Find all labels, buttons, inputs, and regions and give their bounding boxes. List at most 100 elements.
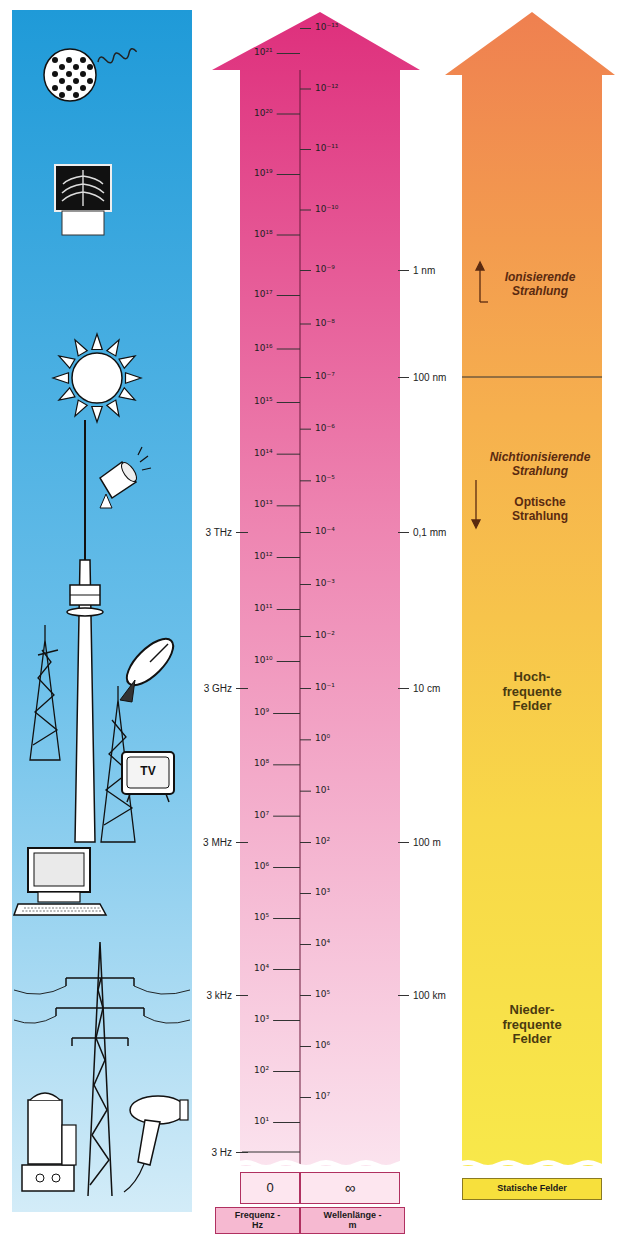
tick: [300, 28, 311, 29]
tick: [300, 944, 311, 945]
drawing-part: [52, 85, 58, 91]
box-text: ∞: [345, 1180, 356, 1197]
drawing-part: [66, 71, 72, 77]
drawing-part: [73, 92, 79, 98]
frequency-exponent: 10⁴: [254, 964, 269, 974]
drawing-part: [90, 978, 109, 1185]
infinite-wavelength-box: ∞: [300, 1172, 400, 1204]
tv-set: [122, 752, 174, 802]
sky-panel: [12, 10, 192, 1212]
drawing-part: [117, 686, 118, 700]
frequency-mark: 3 GHz: [204, 683, 232, 694]
frequency-mark: 3 MHz: [203, 837, 232, 848]
frequency-mark: 3 kHz: [206, 990, 232, 1001]
tick: [300, 584, 311, 585]
wavelength-exponent: 10⁰: [315, 734, 330, 744]
frequency-mark: 3 Hz: [211, 1147, 232, 1158]
tick: [236, 688, 248, 689]
tick: [277, 53, 300, 54]
box-text: Frequenz -Hz: [233, 1211, 283, 1231]
frequency-exponent: 10³: [254, 1015, 269, 1025]
drawing-part: [75, 400, 87, 416]
tick: [300, 995, 311, 996]
static-fields-box: Statische Felder: [462, 1178, 602, 1200]
scale-break: [458, 1163, 618, 1168]
tick: [300, 89, 311, 90]
wavelength-exponent: 10⁻⁴: [315, 527, 335, 537]
x-ray-image: [55, 165, 111, 235]
tick: [277, 609, 300, 610]
tick: [300, 324, 311, 325]
frequency-exponent: 10¹⁷: [254, 290, 273, 300]
wavelength-exponent: 10³: [315, 888, 330, 898]
tick: [398, 377, 409, 378]
tick: [277, 557, 300, 558]
frequency-exponent: 10⁶: [254, 862, 269, 872]
wavelength-exponent: 10⁴: [315, 939, 330, 949]
scale-divider: [300, 70, 301, 1166]
drawing-part: [59, 92, 65, 98]
drawing-part: [120, 680, 135, 702]
drawing-part: [80, 85, 86, 91]
frequency-exponent: 10⁸: [254, 759, 269, 769]
wavelength-mark: 100 m: [413, 837, 441, 848]
wavelength-mark: 100 nm: [413, 372, 446, 383]
tick: [273, 713, 300, 714]
category-arrow: [445, 12, 615, 1166]
drawing-part: [480, 301, 488, 302]
drawing-part: [80, 57, 86, 63]
drawing-part: [80, 71, 86, 77]
drawing-part: [180, 1100, 188, 1120]
tick: [398, 532, 409, 533]
drawing-part: [138, 447, 151, 470]
wavelength-mark: 0,1 mm: [413, 527, 446, 538]
tv-label: TV: [140, 765, 155, 778]
drawing-part: [38, 892, 80, 902]
drawing-part: [127, 757, 169, 788]
scale-break: [236, 1163, 416, 1168]
wavelength-exponent: 10⁷: [315, 1092, 330, 1102]
tick: [300, 429, 311, 430]
drawing-part: [70, 585, 100, 605]
tick: [300, 791, 311, 792]
computer: [14, 848, 106, 915]
tv-tower: [67, 420, 103, 842]
frequency-exponent: 10¹⁸: [254, 230, 273, 240]
drawing-part: [59, 356, 75, 368]
drawing-part: [28, 848, 90, 892]
drawing-part: [30, 1093, 60, 1100]
region-label: Ionisierende Strahlung: [490, 271, 590, 299]
tick: [300, 842, 311, 843]
drawing-part: [56, 1007, 144, 1009]
tick: [300, 636, 311, 637]
drawing-part: [59, 78, 65, 84]
drawing-part: [28, 1100, 62, 1164]
sun: [53, 334, 141, 422]
drawing-part: [22, 908, 102, 911]
tick: [273, 918, 300, 919]
frequency-exponent: 10⁷: [254, 811, 269, 821]
tick: [277, 114, 300, 115]
region-label: Nieder-frequente Felder: [490, 1003, 574, 1048]
frequency-exponent: 10¹¹: [254, 604, 273, 614]
frequency-exponent: 10¹: [254, 1117, 269, 1127]
wavelength-exponent: 10⁻¹: [315, 683, 335, 693]
drawing-part: [52, 1174, 60, 1182]
drawing-part: [84, 420, 86, 560]
tick: [398, 688, 409, 689]
frequency-exponent: 10²¹: [254, 48, 273, 58]
drawing-part: [124, 1164, 144, 1192]
drawing-part: [14, 904, 106, 915]
tick: [273, 1122, 300, 1123]
drawing-part: [88, 942, 112, 1196]
tick: [300, 1097, 311, 1098]
radioactive-source: [44, 48, 138, 101]
drawing-part: [62, 211, 104, 235]
tick: [300, 893, 311, 894]
drawing-part: [73, 64, 79, 70]
tick: [277, 349, 300, 350]
tick: [277, 661, 300, 662]
drawing-part: [72, 353, 122, 403]
wavelength-exponent: 10⁻²: [315, 631, 335, 641]
